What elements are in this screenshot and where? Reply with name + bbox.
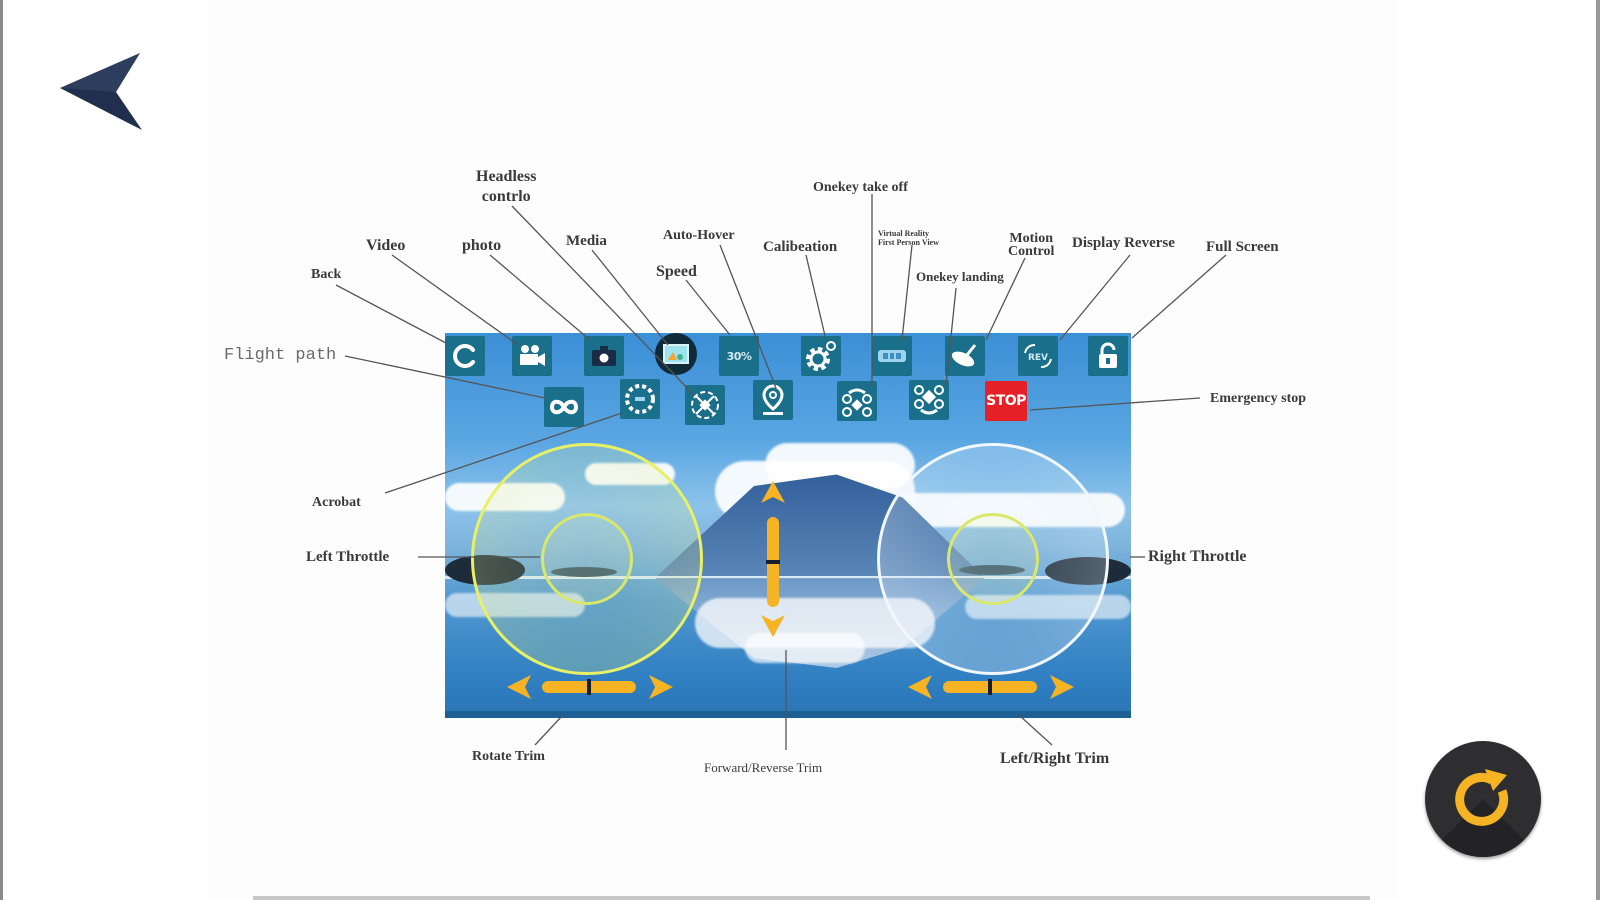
- label-headless-line1: Headless: [476, 168, 537, 185]
- rotate-trim-left-arrow-icon[interactable]: [507, 675, 531, 699]
- trim-up-arrow-icon[interactable]: [761, 481, 785, 503]
- label-photo: photo: [462, 237, 502, 254]
- gear-icon: [806, 341, 836, 371]
- trim-down-arrow-icon[interactable]: [761, 615, 785, 637]
- label-emergency-stop: Emergency stop: [1210, 391, 1307, 406]
- label-vr-line2: First Person View: [878, 238, 939, 248]
- acrobat-button[interactable]: [620, 379, 660, 419]
- label-onekey-landing: Onekey landing: [916, 269, 1004, 284]
- lr-trim-notch: [988, 679, 992, 695]
- label-full-screen: Full Screen: [1206, 239, 1279, 255]
- display-reverse-button[interactable]: REV: [1018, 336, 1058, 376]
- lr-trim-left-arrow-icon[interactable]: [908, 675, 932, 699]
- lr-trim-right-arrow-icon[interactable]: [1050, 675, 1074, 699]
- label-motion-control: Motion Control: [1008, 231, 1055, 260]
- left-joystick-knob[interactable]: [541, 513, 633, 605]
- label-display-reverse: Display Reverse: [1072, 235, 1175, 251]
- drone-headless-icon: [691, 391, 719, 419]
- right-throttle-joystick[interactable]: [877, 443, 1109, 675]
- rotate-trim-right-arrow-icon[interactable]: [649, 675, 673, 699]
- onekey-takeoff-button[interactable]: [837, 381, 877, 421]
- label-left-throttle: Left Throttle: [306, 549, 390, 565]
- label-flight-path: Flight path: [224, 346, 337, 365]
- speed-button[interactable]: 30%: [719, 336, 759, 376]
- back-refresh-button[interactable]: [445, 336, 485, 376]
- auto-hover-button[interactable]: [753, 380, 793, 420]
- camera-icon: [592, 346, 616, 366]
- right-joystick-knob[interactable]: [947, 513, 1039, 605]
- location-pin-icon: [762, 384, 784, 415]
- label-auto-hover: Auto-Hover: [663, 228, 735, 243]
- video-button[interactable]: [512, 336, 552, 376]
- label-motion-line2: Control: [1008, 244, 1055, 260]
- label-media: Media: [566, 233, 607, 249]
- photo-button[interactable]: [584, 336, 624, 376]
- flip-circle-icon: [625, 384, 655, 414]
- vr-headset-icon: [878, 350, 906, 362]
- stop-label: STOP: [986, 393, 1026, 409]
- right-border: [1596, 0, 1600, 900]
- label-motion-line1: Motion: [1009, 231, 1053, 246]
- label-back: Back: [311, 267, 342, 282]
- refresh-button[interactable]: [1425, 741, 1541, 857]
- left-border: [0, 0, 3, 900]
- label-vr-line1: Virtual Reality: [878, 229, 930, 238]
- refresh-back-icon: [453, 344, 475, 368]
- rev-text: REV: [1028, 353, 1048, 363]
- label-speed: Speed: [656, 263, 697, 280]
- rotate-trim-notch: [587, 679, 591, 695]
- full-screen-button[interactable]: [1088, 336, 1128, 376]
- label-onekey-takeoff: Onekey take off: [813, 180, 908, 195]
- controller-screen-diagram: 30% REV STOP: [445, 333, 1131, 718]
- label-headless-line2: contrlo: [481, 188, 531, 205]
- vr-button[interactable]: [872, 336, 912, 376]
- label-acrobat: Acrobat: [312, 495, 361, 510]
- back-arrow-icon: [60, 53, 142, 130]
- bottom-scrollbar[interactable]: [253, 896, 1370, 900]
- label-video: Video: [366, 237, 406, 254]
- infinity-icon: [549, 399, 579, 415]
- drone-takeoff-icon: [842, 388, 872, 417]
- onekey-landing-button[interactable]: [909, 380, 949, 420]
- label-headless: Headless contrlo: [476, 167, 536, 207]
- label-vr: Virtual Reality First Person View: [878, 229, 939, 247]
- left-throttle-joystick[interactable]: [471, 443, 703, 675]
- unlock-icon: [1099, 342, 1117, 368]
- back-button[interactable]: [58, 50, 144, 134]
- media-button[interactable]: [655, 333, 697, 375]
- calibration-button[interactable]: [801, 336, 841, 376]
- speed-value: 30%: [726, 349, 752, 363]
- refresh-icon: [1455, 769, 1509, 826]
- label-calibration: Calibeation: [763, 239, 838, 255]
- rotate-trim[interactable]: [507, 673, 673, 701]
- flight-path-button[interactable]: [544, 387, 584, 427]
- trim-vertical-notch: [766, 560, 780, 564]
- label-forward-reverse-trim: Forward/Reverse Trim: [704, 760, 823, 775]
- drone-landing-icon: [914, 385, 944, 415]
- label-rotate-trim: Rotate Trim: [472, 749, 545, 764]
- emergency-stop-button[interactable]: STOP: [985, 381, 1027, 421]
- gallery-icon: [663, 344, 689, 364]
- left-right-trim[interactable]: [908, 673, 1074, 701]
- video-camera-icon: [520, 345, 545, 366]
- label-left-right-trim: Left/Right Trim: [1000, 750, 1110, 767]
- satellite-dish-icon: [951, 344, 977, 367]
- rev-icon: REV: [1024, 344, 1052, 368]
- forward-reverse-trim[interactable]: [759, 481, 787, 641]
- headless-button[interactable]: [685, 385, 725, 425]
- motion-control-button[interactable]: [945, 336, 985, 376]
- label-right-throttle: Right Throttle: [1148, 548, 1247, 565]
